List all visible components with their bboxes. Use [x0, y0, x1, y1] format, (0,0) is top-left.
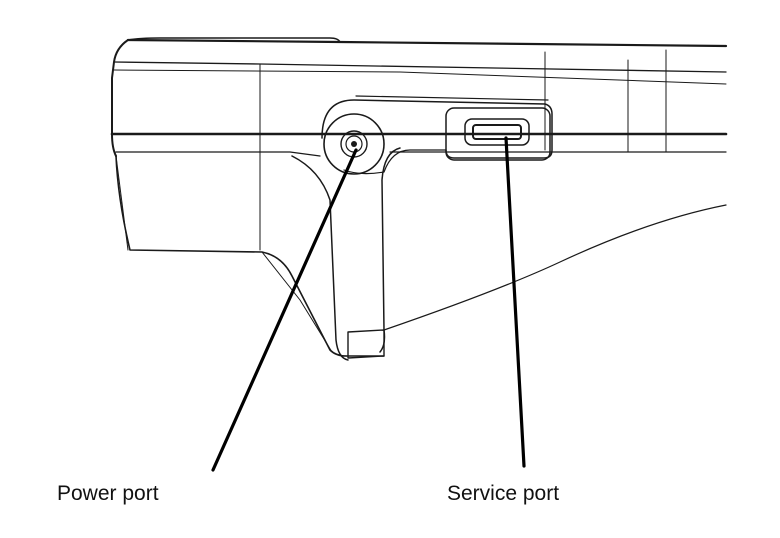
- device-front-nose: [111, 39, 129, 157]
- service-port-label: Service port: [447, 482, 560, 505]
- housing-bottom-curve: [383, 204, 727, 331]
- power-jack-icon: [323, 113, 385, 175]
- stem-left: [291, 155, 349, 361]
- handle-front-lower: [115, 155, 129, 251]
- device-secondary-ridge: [113, 69, 727, 85]
- device-top-edge: [126, 38, 728, 48]
- handle-inner: [261, 251, 333, 353]
- service-port-leader-line: [504, 136, 526, 468]
- usb-port-icon: [445, 107, 551, 161]
- power-port-label: Power port: [57, 482, 159, 505]
- power-port-leader-line: [211, 148, 358, 472]
- device-top-cap: [127, 37, 341, 43]
- stem-shoulder: [343, 149, 447, 175]
- stem-right: [379, 147, 401, 353]
- stem-cap: [347, 329, 385, 359]
- port-boss-inner: [355, 95, 549, 101]
- parting-line-lower: [115, 151, 321, 157]
- handle-front: [115, 155, 347, 357]
- port-boss-outline: [321, 99, 553, 159]
